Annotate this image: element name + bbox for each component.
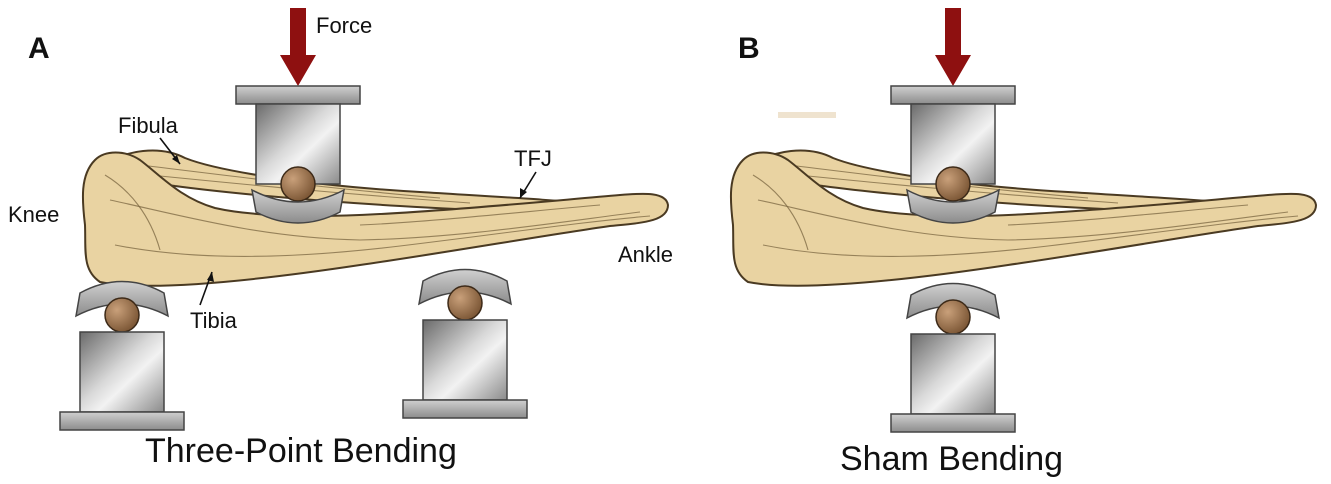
fibula-label: Fibula — [118, 113, 179, 138]
leg-bones-a — [83, 151, 668, 286]
top-loading-support-a — [236, 86, 360, 223]
force-label: Force — [316, 13, 372, 38]
panel-b: B Sham Bending — [731, 8, 1316, 478]
bottom-support-knee-a — [60, 282, 184, 431]
panel-a-letter: A — [28, 32, 50, 65]
force-arrow-icon — [935, 8, 971, 86]
tibia-label: Tibia — [190, 308, 238, 333]
ankle-label: Ankle — [618, 242, 673, 267]
tfj-label: TFJ — [514, 146, 552, 171]
top-loading-support-b — [891, 86, 1015, 223]
bottom-support-b — [891, 284, 1015, 433]
panel-a-caption: Three-Point Bending — [145, 432, 457, 470]
knee-label: Knee — [8, 202, 59, 227]
bottom-support-ankle-a — [403, 270, 527, 419]
panel-b-letter: B — [738, 32, 760, 65]
leg-bones-b — [731, 151, 1316, 286]
force-arrow-icon — [280, 8, 316, 86]
panel-a: A Force Fibula Knee TFJ Ankle Tibia — [8, 8, 673, 470]
faint-mark — [778, 112, 836, 118]
panel-b-caption: Sham Bending — [840, 440, 1063, 478]
